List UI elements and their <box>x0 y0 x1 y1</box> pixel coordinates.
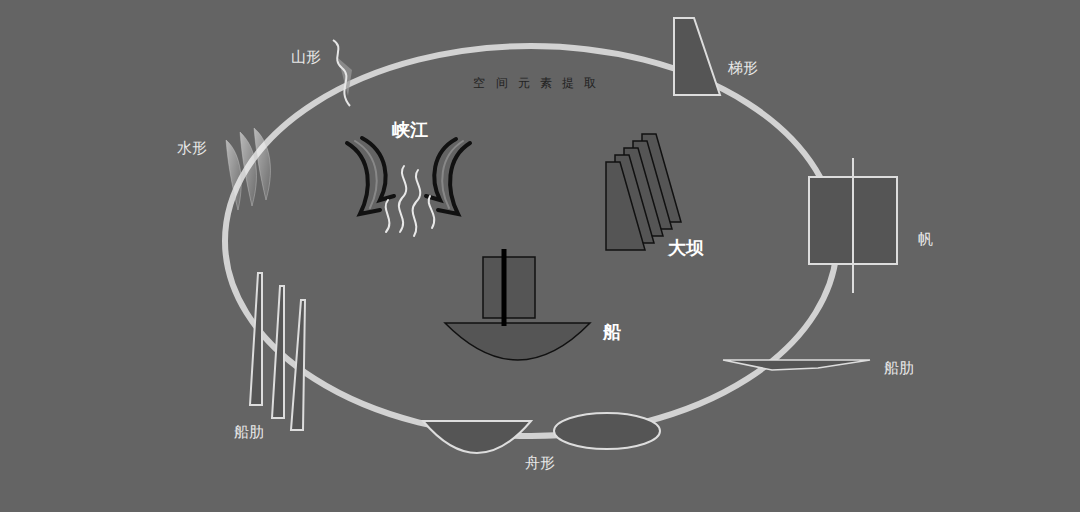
ring-outline <box>222 43 840 439</box>
sail-shape <box>809 158 897 293</box>
cliff-line <box>442 141 463 208</box>
sail-mast <box>852 158 854 293</box>
river-line <box>429 196 435 228</box>
shape-label: 舟形 <box>525 454 555 473</box>
rib-shape <box>250 273 305 430</box>
mountain-shape <box>333 40 352 106</box>
shape-label: 水形 <box>177 139 207 158</box>
boat-mast <box>502 249 507 326</box>
element-label: 峡江 <box>392 118 428 142</box>
boat-sail <box>483 257 535 318</box>
rib-shape <box>723 360 870 370</box>
mountain-line <box>333 40 350 106</box>
trapezoid-shape <box>674 18 720 95</box>
rib-wedge <box>272 286 284 418</box>
shape-label: 梯形 <box>728 59 758 78</box>
shape-label: 船肋 <box>234 423 264 442</box>
boat-bowl <box>423 421 531 453</box>
cliff-line <box>347 143 380 214</box>
boat-hull <box>445 323 590 360</box>
river-line <box>399 166 406 232</box>
river-line <box>386 200 390 232</box>
boat-illustration <box>445 249 590 360</box>
element-label: 大坝 <box>668 236 704 260</box>
cliff-line <box>355 141 377 208</box>
element-label: 船 <box>603 320 621 344</box>
ring-title: 空间元素提取 <box>473 75 606 92</box>
rib-wedge <box>250 273 262 405</box>
shape-label: 山形 <box>291 48 321 67</box>
boat-oval <box>554 413 660 449</box>
ring-ellipse <box>225 46 837 436</box>
dam-illustration <box>606 134 681 250</box>
river-line <box>413 170 421 236</box>
shape-label: 船肋 <box>884 359 914 378</box>
cliff-line <box>362 138 394 200</box>
element-ring: 空间元素提取 <box>222 43 840 439</box>
cliff-line <box>426 139 456 200</box>
shape-label: 帆 <box>918 230 933 249</box>
dam-slab <box>606 162 645 250</box>
gorge-illustration <box>347 138 470 236</box>
water-wave <box>240 132 256 206</box>
